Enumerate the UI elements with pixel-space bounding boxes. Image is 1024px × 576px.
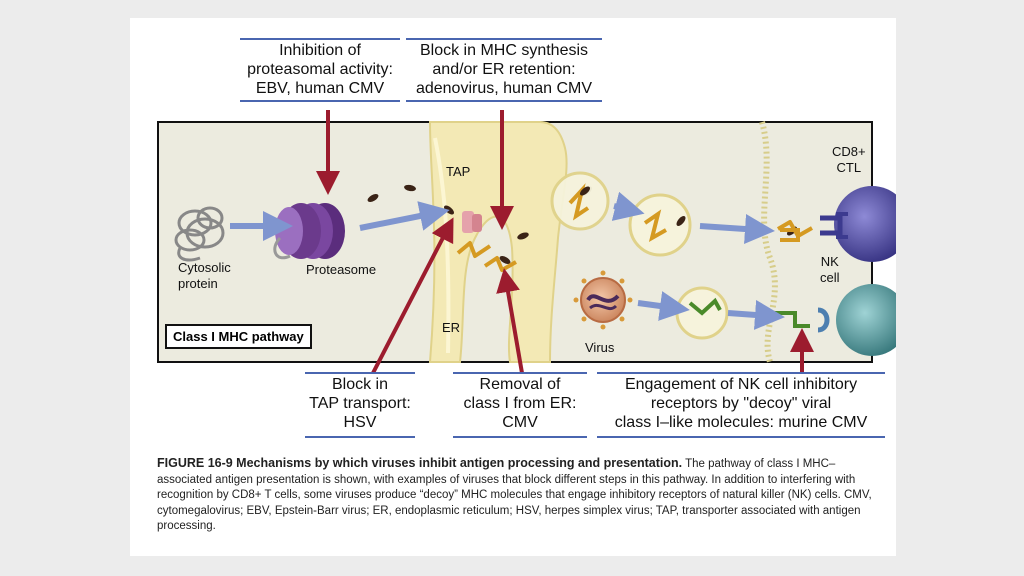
vesicle [628,193,692,257]
label-nk-cell: NK cell [820,254,840,285]
figure-caption: FIGURE 16-9 Mechanisms by which viruses … [157,456,887,535]
pathway-label: Class I MHC pathway [165,324,312,349]
label-proteasome: Proteasome [306,262,377,277]
cytosolic-protein-icon [174,206,225,262]
tap-icon [462,211,482,233]
plasma-membrane [759,121,778,363]
label-cd8-ctl: CD8+ CTL [832,144,866,175]
caption-figure-title: FIGURE 16-9 Mechanisms by which viruses … [157,456,683,470]
label-tap: TAP [446,164,471,179]
block-arrows [316,110,814,376]
box-er-removal: Removal of class I from ER: CMV [453,372,587,438]
label-virus: Virus [585,340,615,355]
box-nk-engagement: Engagement of NK cell inhibitory recepto… [597,372,885,438]
diagram-art [157,110,896,376]
label-cytosolic-protein: Cytosolic protein [178,260,231,291]
box-tap-block: Block in TAP transport: HSV [305,372,415,438]
caption-text: The pathway of class I MHC–associated an… [157,458,872,532]
proteasome-icon [273,203,345,260]
box-proteasome-inhibition: Inhibition of proteasomal activity: EBV,… [240,38,400,102]
nk-cell [817,284,896,356]
flow-arrows [230,191,785,330]
virus-spikes [573,270,633,330]
slide: Inhibition of proteasomal activity: EBV,… [130,18,896,556]
box-mhc-synthesis-block: Block in MHC synthesis and/or ER retenti… [406,38,602,102]
ctl-cell [820,186,896,262]
virus-icon [580,277,626,323]
decoy-molecule [775,311,810,328]
label-er: ER [442,320,461,335]
